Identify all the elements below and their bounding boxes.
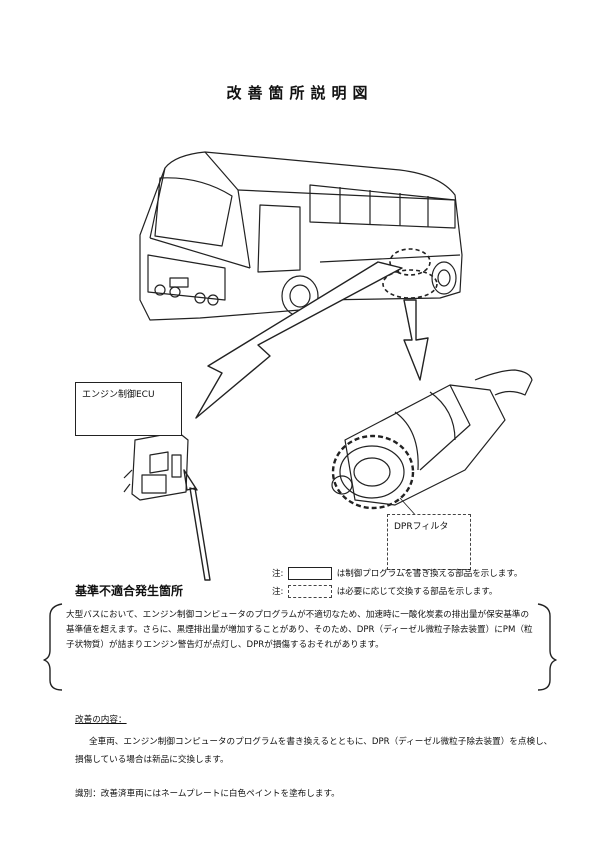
dpr-label: DPRフィルタ: [394, 522, 449, 532]
improvement-heading: 改善の内容：: [75, 715, 127, 725]
legend-solid-box: [288, 567, 333, 580]
ecu-label-box: エンジン制御ECU: [75, 382, 182, 436]
dpr-label-box: DPRフィルタ: [387, 514, 471, 570]
legend-dashed-box: [288, 585, 333, 598]
page-title: 改善箇所説明図: [226, 84, 374, 102]
improvement-text: 全車両、エンジン制御コンピュータのプログラムを書き換えるとともに、DPR（ディー…: [75, 737, 553, 765]
note-1: 注: は制御プログラムを書き換える部品を示します。: [272, 567, 523, 580]
identification-text: 識別：改善済車両にはネームプレートに白色ペイントを塗布します。: [75, 789, 340, 799]
defect-heading: 基準不適合発生箇所: [75, 584, 184, 598]
ecu-label: エンジン制御ECU: [82, 390, 155, 400]
dpr-filter-illustration: [331, 369, 533, 506]
note-2: 注: は必要に応じて交換する部品を示します。: [272, 585, 498, 598]
defect-description: 大型バスにおいて、エンジン制御コンピュータのプログラムが不適切なため、加速時に一…: [66, 610, 533, 650]
bus-illustration: [139, 151, 463, 321]
